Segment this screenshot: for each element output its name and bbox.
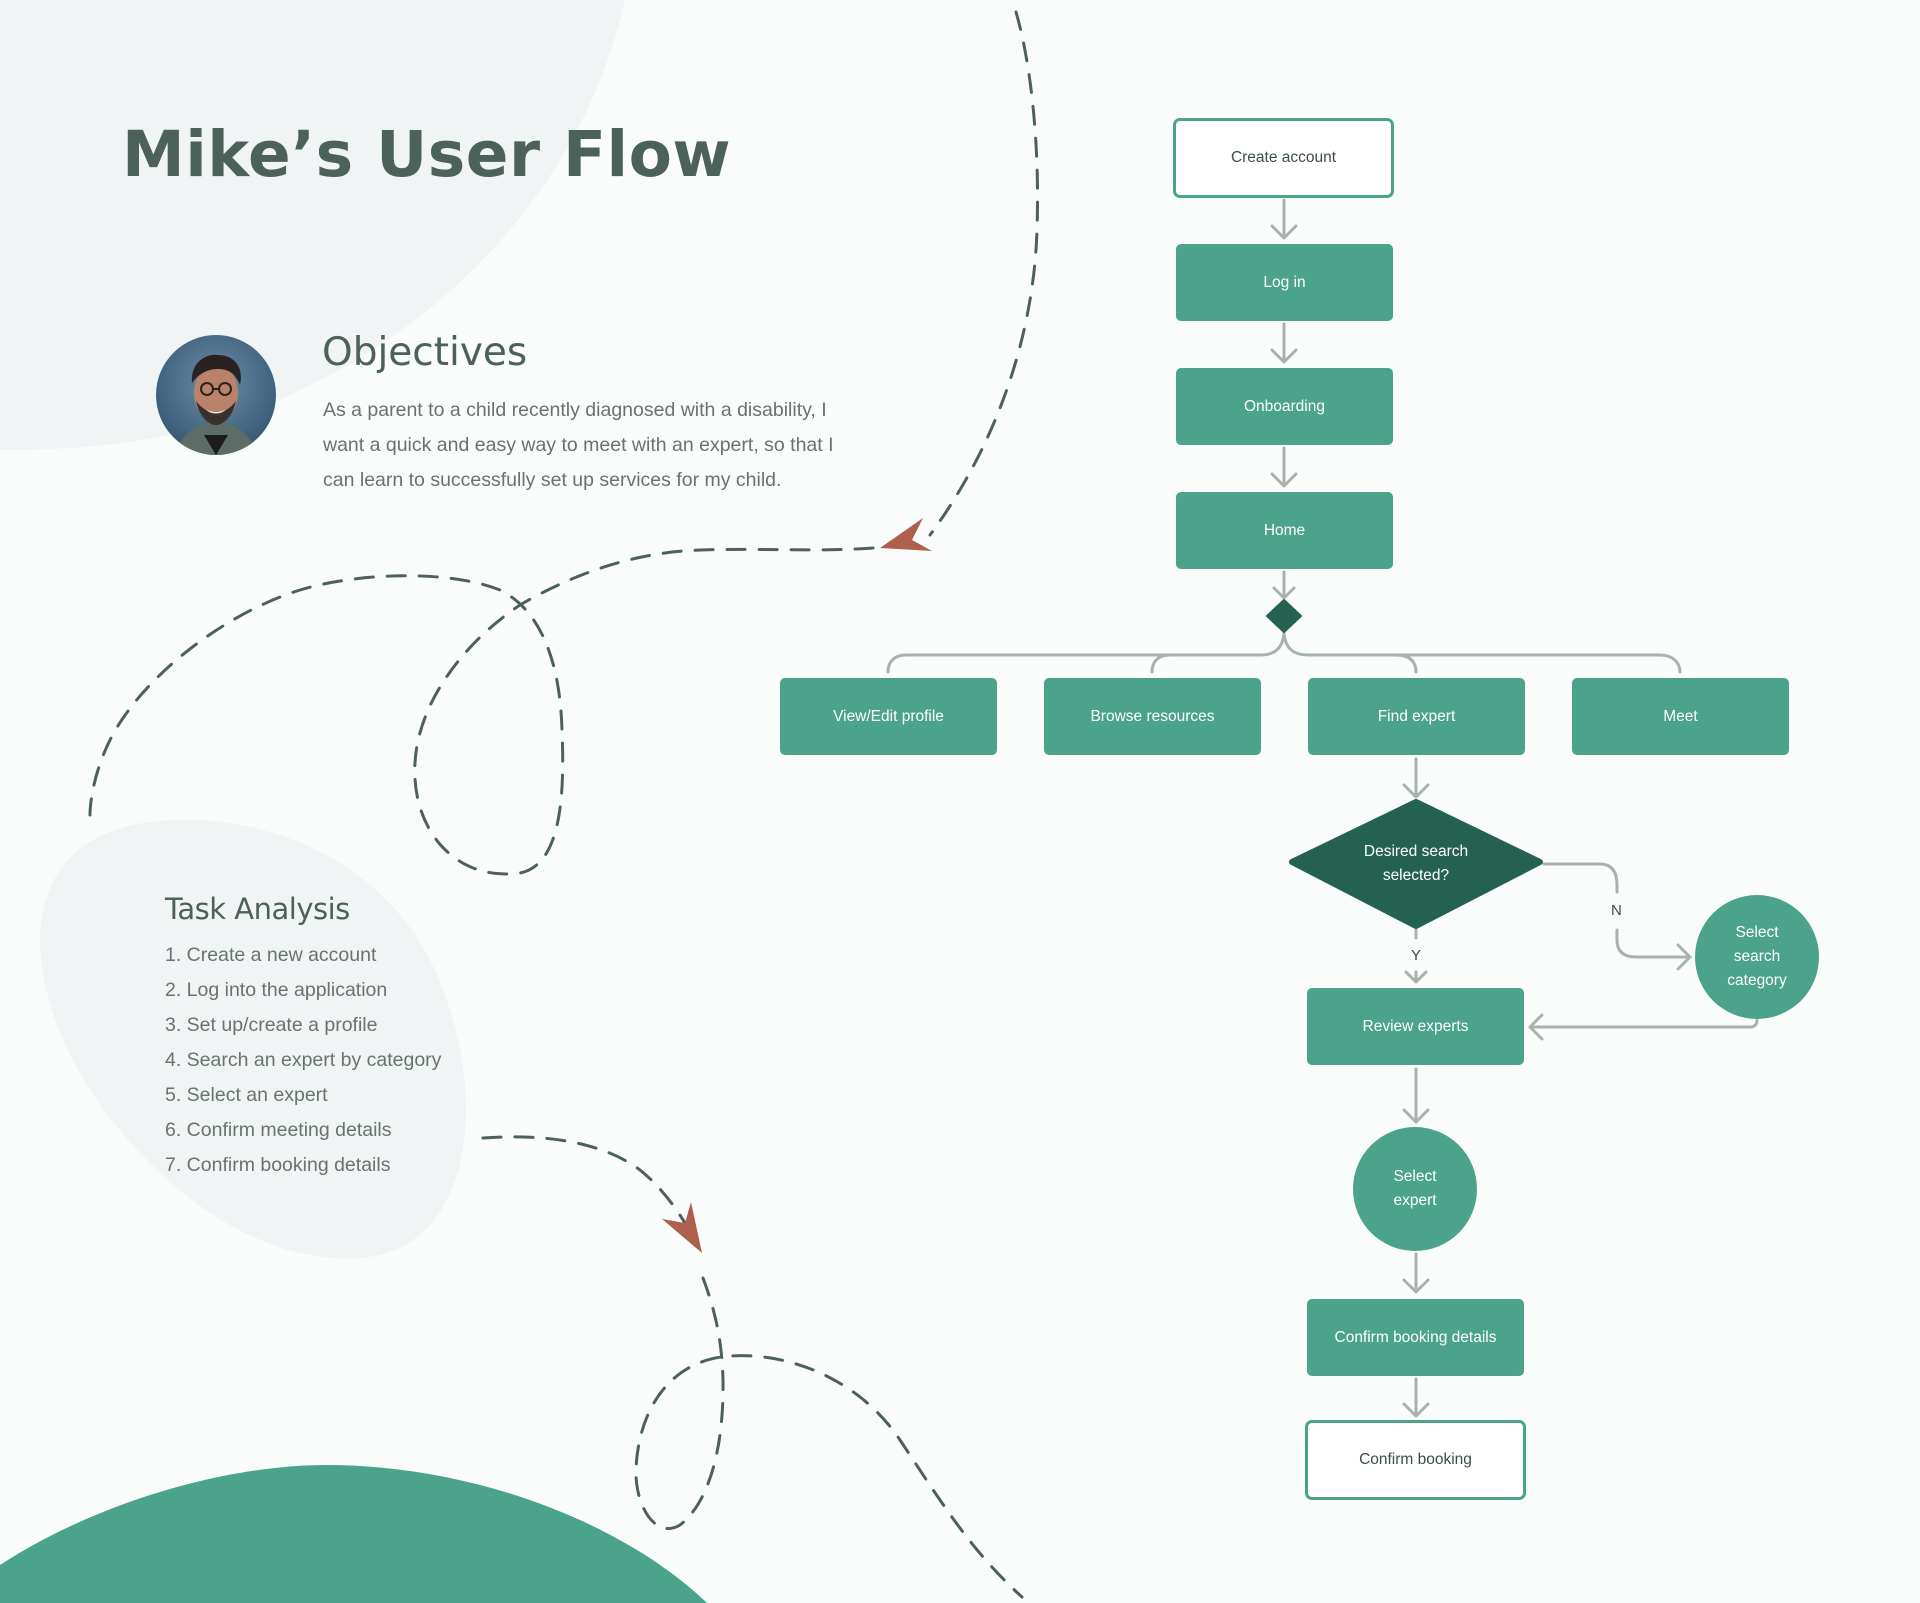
node-label: Select — [1393, 1168, 1437, 1185]
connector-decision-yes-bottom — [1404, 970, 1428, 984]
node-log-in: Log in — [1176, 244, 1393, 321]
connector-onboarding-home — [1270, 446, 1298, 488]
node-label: category — [1727, 972, 1787, 989]
node-meet: Meet — [1572, 678, 1789, 755]
connector-review-select — [1402, 1067, 1430, 1124]
node-label: expert — [1393, 1192, 1437, 1209]
node-label: View/Edit profile — [833, 707, 944, 725]
node-create-account: Create account — [1173, 118, 1394, 198]
background-blob-top-left — [0, 0, 625, 450]
task-analysis-list: 1. Create a new account 2. Log into the … — [165, 938, 441, 1183]
node-label: selected? — [1382, 867, 1450, 884]
persona-avatar — [156, 335, 276, 455]
task-item: 7. Confirm booking details — [165, 1154, 391, 1176]
dashed-path-bottom — [481, 1135, 699, 1247]
background-blob-task — [40, 819, 466, 1259]
edge-label-yes: Y — [1411, 947, 1422, 964]
objectives-heading: Objectives — [322, 330, 528, 375]
connector-select-confirmdetails — [1402, 1252, 1430, 1294]
node-label: Desired search — [1363, 843, 1469, 860]
node-label: Review experts — [1362, 1017, 1469, 1035]
person-photo-icon — [156, 335, 276, 455]
node-view-edit-profile: View/Edit profile — [780, 678, 997, 755]
node-label: Onboarding — [1243, 397, 1325, 415]
page-title: Mike’s User Flow — [122, 118, 732, 191]
node-decision-desired-search: Desired search selected? — [1316, 824, 1516, 904]
objectives-line: As a parent to a child recently diagnose… — [323, 399, 827, 421]
connector-decision-no-bottom — [1615, 928, 1692, 971]
node-select-expert: Select expert — [1353, 1127, 1477, 1251]
connector-branches — [886, 628, 1682, 674]
objectives-line: can learn to successfully set up service… — [323, 469, 782, 491]
connector-confirmdetails-confirm — [1402, 1377, 1430, 1418]
node-confirm-booking: Confirm booking — [1305, 1420, 1526, 1500]
junction-diamond — [1266, 599, 1302, 633]
task-item: 5. Select an expert — [165, 1084, 328, 1106]
node-label: Meet — [1663, 707, 1698, 725]
node-label: Log in — [1263, 273, 1306, 291]
node-label: Find expert — [1377, 707, 1456, 725]
node-label: search — [1733, 948, 1781, 965]
flow-connectors — [886, 198, 1759, 1418]
node-find-expert: Find expert — [1308, 678, 1525, 755]
dashed-path-top — [928, 10, 1040, 537]
node-label: Confirm booking details — [1334, 1328, 1497, 1346]
task-item: 2. Log into the application — [165, 979, 388, 1001]
task-item: 4. Search an expert by category — [165, 1049, 442, 1071]
node-label: Select — [1735, 924, 1779, 941]
connector-login-onboarding — [1270, 322, 1298, 364]
connector-category-review — [1528, 1013, 1759, 1041]
node-review-experts: Review experts — [1307, 988, 1524, 1065]
node-label: Create account — [1230, 149, 1337, 166]
task-item: 6. Confirm meeting details — [165, 1119, 392, 1141]
dashed-path-bottom-loop — [634, 1276, 1024, 1599]
node-label: Home — [1263, 521, 1306, 539]
node-confirm-booking-details: Confirm booking details — [1307, 1299, 1524, 1376]
connector-find-decision — [1402, 757, 1430, 799]
decision-diamond-shape — [1289, 799, 1543, 929]
node-browse-resources: Browse resources — [1044, 678, 1261, 755]
task-item: 3. Set up/create a profile — [165, 1014, 378, 1036]
node-label: Browse resources — [1090, 707, 1215, 725]
objectives-text: As a parent to a child recently diagnose… — [323, 393, 863, 498]
arrowhead-top — [880, 518, 932, 551]
task-item: 1. Create a new account — [165, 944, 377, 966]
connector-home-junction — [1272, 570, 1296, 600]
background-blob-bottom-green — [0, 1465, 707, 1603]
node-select-search-category: Select search category — [1695, 895, 1819, 1019]
node-label: Confirm booking — [1359, 1451, 1472, 1468]
dashed-path-middle — [88, 546, 875, 876]
connector-create-login — [1270, 198, 1298, 240]
objectives-line: want a quick and easy way to meet with a… — [323, 434, 834, 456]
node-onboarding: Onboarding — [1176, 368, 1393, 445]
arrowhead-bottom — [662, 1202, 702, 1253]
node-home: Home — [1176, 492, 1393, 569]
connector-decision-no-top — [1542, 862, 1619, 894]
task-analysis-heading: Task Analysis — [165, 892, 350, 926]
edge-label-no: N — [1611, 902, 1622, 919]
